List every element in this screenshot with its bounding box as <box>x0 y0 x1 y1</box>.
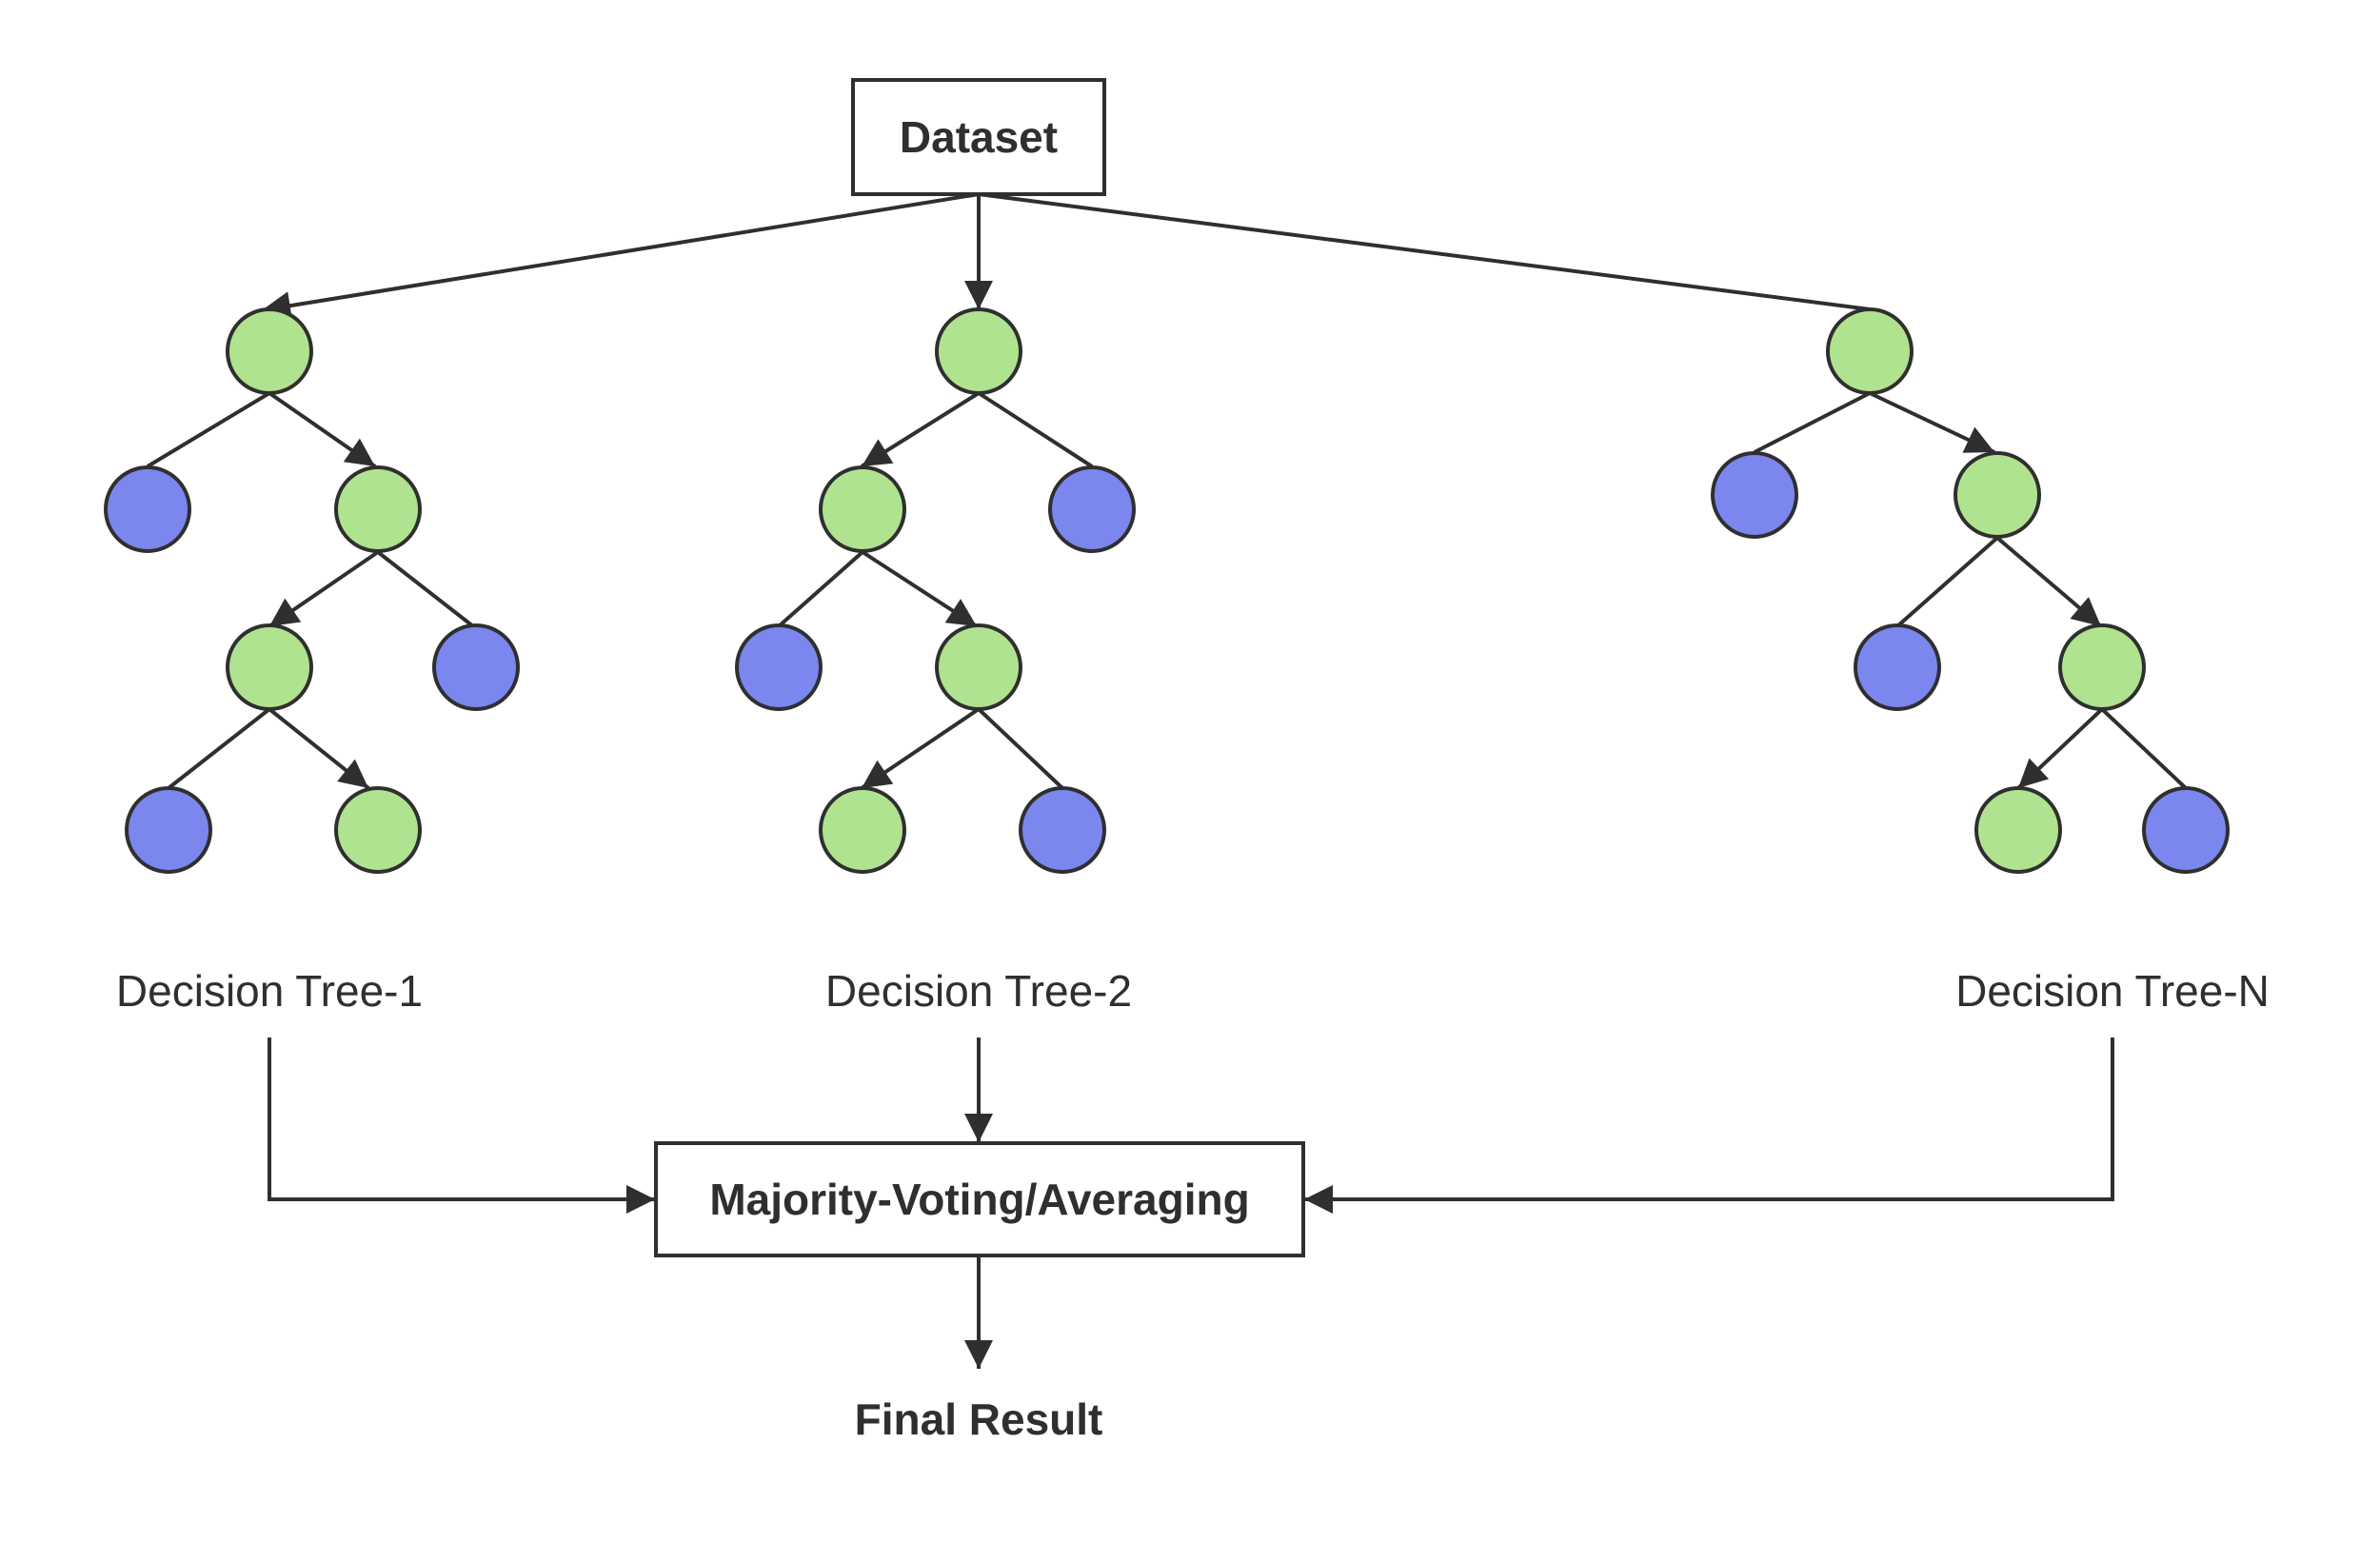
split-node <box>819 465 906 553</box>
arrow-dataset-tree1 <box>261 192 980 321</box>
aggregator-box: Majority-Voting/Averaging <box>654 1141 1305 1257</box>
aggregation-arrows <box>268 1038 2114 1214</box>
dataset-label: Dataset <box>900 112 1058 162</box>
split-node <box>226 307 313 395</box>
split-node <box>935 623 1022 711</box>
leaf-node <box>432 623 520 711</box>
split-node <box>819 786 906 874</box>
leaf-node <box>1048 465 1136 553</box>
final-result-label: Final Result <box>855 1394 1103 1444</box>
split-node <box>1954 451 2041 539</box>
line-dataset-treeN <box>978 192 1871 311</box>
tree-2-label: Decision Tree-2 <box>825 966 1132 1016</box>
split-node <box>334 786 422 874</box>
split-node <box>1826 307 1914 395</box>
split-node <box>935 307 1022 395</box>
split-node <box>2058 623 2146 711</box>
leaf-node <box>125 786 212 874</box>
tree-2 <box>735 307 1136 874</box>
dataset-arrows <box>261 192 1871 321</box>
dataset-box: Dataset <box>851 78 1106 196</box>
arrow-tree1-aggregator <box>268 1038 655 1214</box>
leaf-node <box>1019 786 1106 874</box>
aggregator-label: Majority-Voting/Averaging <box>709 1175 1249 1224</box>
split-node <box>226 623 313 711</box>
split-node <box>1974 786 2062 874</box>
leaf-node <box>104 465 191 553</box>
leaf-node <box>1854 623 1941 711</box>
tree-edges <box>146 391 2188 790</box>
leaf-node <box>2142 786 2230 874</box>
split-node <box>334 465 422 553</box>
leaf-node <box>1711 451 1798 539</box>
tree-n <box>1711 307 2230 874</box>
tree-1 <box>104 307 520 874</box>
leaf-node <box>735 623 823 711</box>
tree-n-label: Decision Tree-N <box>1955 966 2270 1016</box>
tree-1-label: Decision Tree-1 <box>116 966 423 1016</box>
arrow-treeN-aggregator <box>1304 1038 2114 1214</box>
